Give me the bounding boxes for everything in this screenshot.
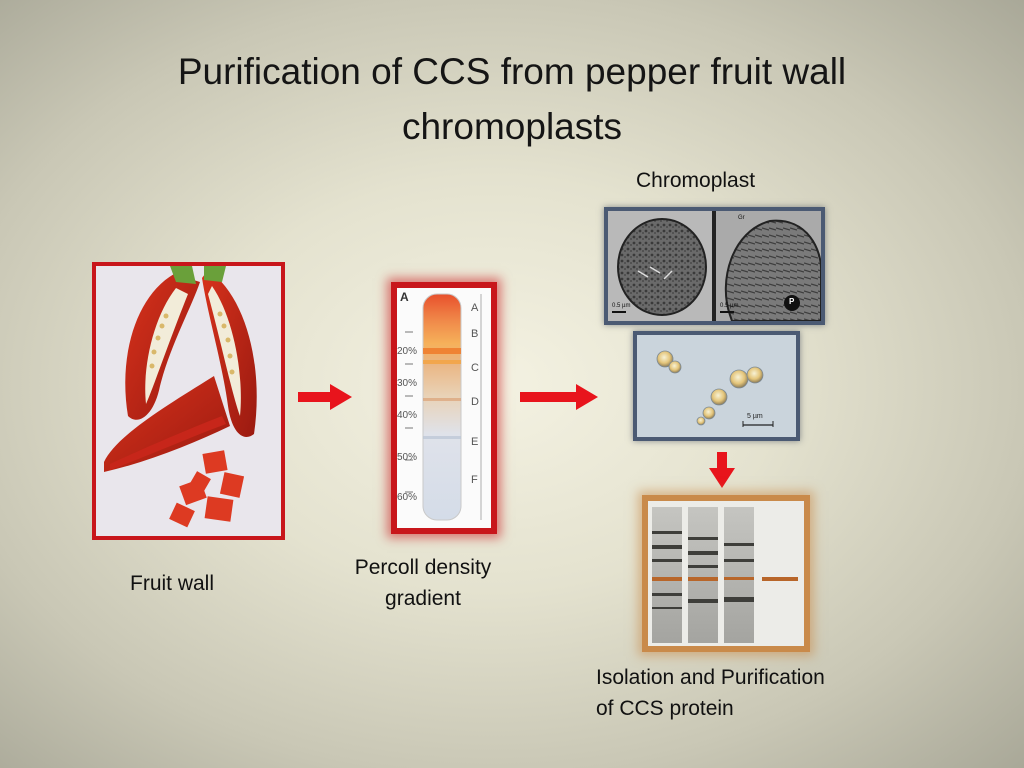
fruit-wall-label: Fruit wall bbox=[130, 572, 215, 595]
protein-gel-photo bbox=[642, 495, 810, 652]
chromoplast-electron-micrographs: 0.5 µm 0.5 µm P Gr bbox=[604, 207, 825, 325]
slide-title: Purification of CCS from pepper fruit wa… bbox=[90, 44, 934, 154]
fruit-wall-photo bbox=[92, 262, 285, 540]
em-right-marker-label: P bbox=[789, 297, 795, 306]
light-micrograph-scale-label: 5 µm bbox=[747, 413, 763, 420]
percoll-gradient-label-line-1: Percoll density bbox=[354, 556, 492, 579]
isolation-purification-label: Isolation and Purification of CCS protei… bbox=[596, 662, 825, 724]
gradient-percentage-60: 60% bbox=[397, 492, 418, 503]
slide-title-line-2: chromoplasts bbox=[401, 106, 623, 147]
gradient-percentage-50: 50% bbox=[397, 452, 418, 463]
isolation-purification-label-line-1: Isolation and Purification bbox=[596, 666, 825, 689]
em-right-corner-label: Gr bbox=[738, 215, 745, 221]
gradient-fraction-a: A bbox=[471, 302, 479, 314]
gradient-fraction-e: E bbox=[471, 436, 479, 448]
chromoplast-label: Chromoplast bbox=[636, 169, 756, 192]
gradient-percentage-40: 40% bbox=[397, 410, 418, 421]
gradient-fraction-b: B bbox=[471, 328, 479, 340]
arrow-right-1 bbox=[298, 384, 352, 410]
gradient-percentage-30: 30% bbox=[397, 378, 418, 389]
arrow-right-2 bbox=[520, 384, 598, 410]
percoll-gradient-label: Percoll density gradient bbox=[338, 552, 508, 614]
gradient-fraction-d: D bbox=[471, 396, 479, 408]
arrow-down bbox=[709, 452, 735, 488]
chromoplast-light-micrograph: 5 µm bbox=[633, 331, 800, 441]
percoll-gradient-tube-photo: A 20% 30% 40% 50% 60% A B C D E F bbox=[391, 282, 497, 534]
gradient-fraction-c: C bbox=[471, 362, 479, 374]
gradient-fraction-f: F bbox=[471, 474, 478, 486]
slide-title-line-1: Purification of CCS from pepper fruit wa… bbox=[177, 51, 847, 92]
em-right-scale-label: 0.5 µm bbox=[720, 303, 739, 309]
isolation-purification-label-line-2: of CCS protein bbox=[596, 697, 734, 720]
gradient-percentage-20: 20% bbox=[397, 346, 418, 357]
em-left-scale-label: 0.5 µm bbox=[612, 303, 631, 309]
gradient-panel-letter: A bbox=[400, 290, 409, 304]
percoll-gradient-label-line-2: gradient bbox=[385, 587, 461, 610]
